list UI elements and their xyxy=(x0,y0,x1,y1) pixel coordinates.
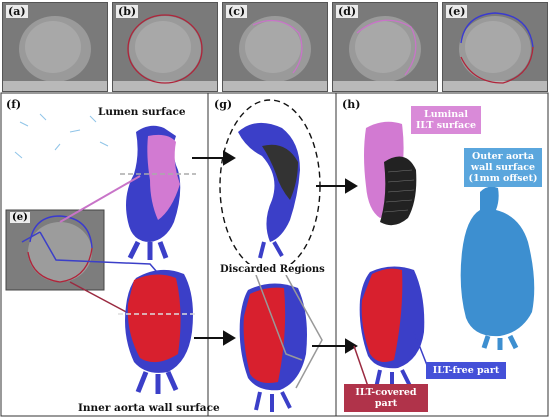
discarded-pointer-1 xyxy=(255,274,303,361)
ct-slice-d: (d) xyxy=(332,2,438,92)
ct-slice-e-label: (e) xyxy=(446,5,468,18)
inset-label: (e) xyxy=(10,212,30,223)
panel-h-label: (h) xyxy=(342,98,361,111)
arrow-blue-inset xyxy=(21,231,41,243)
lower-panels-canvas xyxy=(0,92,549,417)
ct-slice-c: (c) xyxy=(222,2,328,92)
lumen-surface-model xyxy=(126,125,181,260)
ct-slice-b-image xyxy=(113,3,217,91)
ct-slice-d-label: (d) xyxy=(336,5,359,18)
ilt-covered-tag: ILT-covered part xyxy=(344,384,428,412)
discarded-region-model xyxy=(238,122,300,259)
ct-slice-c-label: (c) xyxy=(226,5,248,18)
ilt-free-tag: ILT-free part xyxy=(426,362,506,379)
ct-slice-e: (e) xyxy=(442,2,548,92)
lumen-surface-title: Lumen surface xyxy=(98,106,186,118)
ct-slice-d-image xyxy=(333,3,437,91)
inner-wall-model xyxy=(125,269,193,394)
ct-slice-b-label: (b) xyxy=(116,5,139,18)
luminal-ilt-tag: Luminal ILT surface xyxy=(411,106,481,134)
ct-slice-a-image xyxy=(3,3,107,91)
arrow-red-1 xyxy=(69,281,131,315)
discarded-pointer-2 xyxy=(285,274,323,389)
inset-ct xyxy=(5,209,105,291)
panel-f-label: (f) xyxy=(6,98,22,111)
ct-slice-a-label: (a) xyxy=(6,5,28,18)
split-surfaces-model xyxy=(359,266,425,390)
background-dashes xyxy=(14,113,109,159)
ct-slice-a: (a) xyxy=(2,2,108,92)
outer-wall-model xyxy=(460,186,535,350)
panel-g-label: (g) xyxy=(214,98,233,111)
flow-arrows xyxy=(192,150,358,354)
split-wall-model xyxy=(239,283,307,412)
ct-slice-b: (b) xyxy=(112,2,218,92)
outer-wall-tag: Outer aorta wall surface (1mm offset) xyxy=(464,148,542,187)
luminal-ilt-model xyxy=(364,121,417,226)
arrow-pink-1 xyxy=(59,175,141,223)
discarded-regions-label: Discarded Regions xyxy=(218,264,327,275)
inner-wall-title: Inner aorta wall surface xyxy=(78,402,220,414)
